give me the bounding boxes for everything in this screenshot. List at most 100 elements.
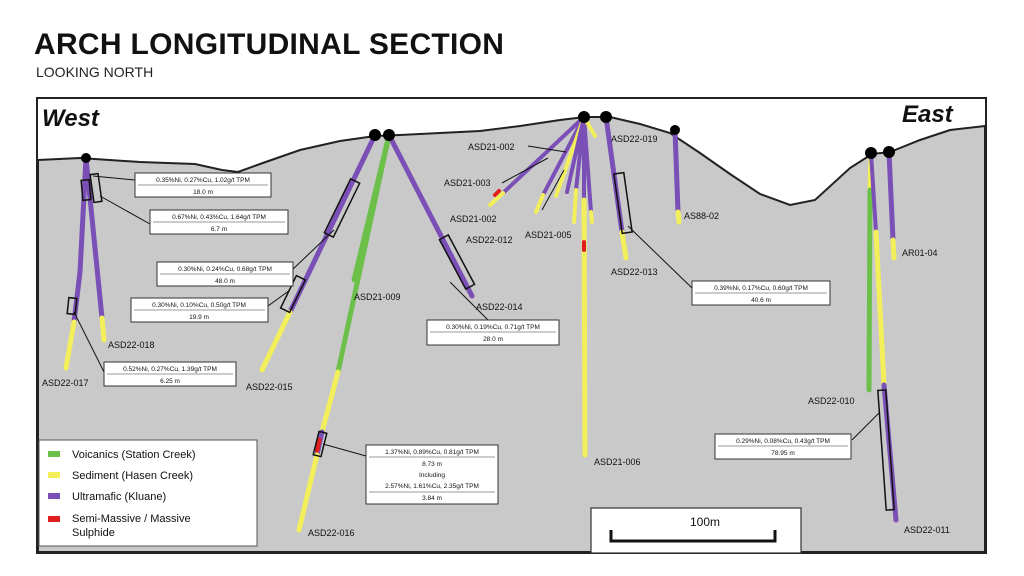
legend-label-sediment: Sediment (Hasen Creek) bbox=[72, 470, 193, 482]
legend-swatch-ultramafic bbox=[48, 493, 60, 499]
hole-label-asd21-002: ASD21-002 bbox=[468, 142, 515, 152]
drillhole-asd22-016-sediment bbox=[319, 369, 341, 435]
callout-1: 0.35%Ni, 0.27%Cu, 1.02g/t TPM 18.0 m bbox=[134, 172, 272, 198]
callout-3-grade: 0.30%Ni, 0.24%Cu, 0.68g/t TPM bbox=[178, 266, 272, 273]
drillhole-asd22-011-ultramafic bbox=[869, 151, 878, 234]
callout-5-length: 6.25 m bbox=[160, 378, 180, 385]
callout-9-length: 78.95 m bbox=[771, 450, 795, 457]
leader-3 bbox=[291, 229, 335, 271]
legend-swatch-sediment bbox=[48, 472, 60, 478]
collar-asd21-009 bbox=[383, 129, 395, 141]
hole-label-ar01-04: AR01-04 bbox=[902, 248, 938, 258]
drillhole-asd21-009-volcanics bbox=[351, 132, 392, 283]
page-subtitle: LOOKING NORTH bbox=[36, 64, 154, 80]
hole-label-asd21-003: ASD21-003 bbox=[444, 178, 491, 188]
hole-label-asd22-010: ASD22-010 bbox=[808, 396, 855, 406]
legend-swatch-volcanics bbox=[48, 451, 60, 457]
drillhole-asd22-010-volcanics bbox=[866, 187, 873, 393]
callout-7-including: Including bbox=[419, 472, 445, 479]
drillhole-as88-02-sediment bbox=[675, 209, 682, 225]
legend-swatch-sulphide bbox=[48, 516, 60, 522]
legend: Voicanics (Station Creek) Sediment (Hase… bbox=[38, 439, 258, 547]
intercept-box-asd22-014 bbox=[438, 233, 476, 291]
drillhole-asd21-005-sediment bbox=[572, 188, 578, 224]
drillhole-asd22-011-sediment bbox=[873, 229, 887, 388]
hole-label-asd22-013: ASD22-013 bbox=[611, 267, 658, 277]
intercept-box-asd22-018-upper bbox=[89, 172, 103, 204]
drillhole-ar01-04-ultramafic bbox=[886, 149, 896, 243]
callout-6: 0.30%Ni, 0.19%Cu, 0.71g/t TPM 28.0 m bbox=[426, 319, 560, 346]
callout-7-subgrade: 2.57%Ni, 1.61%Cu, 2.35g/t TPM bbox=[385, 483, 479, 490]
west-label: West bbox=[42, 105, 100, 132]
legend-label-volcanics: Voicanics (Station Creek) bbox=[72, 449, 196, 461]
callout-4-grade: 0.30%Ni, 0.10%Cu, 0.50g/t TPM bbox=[152, 302, 246, 309]
hole-label-asd22-016: ASD22-016 bbox=[308, 528, 355, 538]
hole-label-asd22-017: ASD22-017 bbox=[42, 378, 89, 388]
drillhole-asd21-003-ultramafic bbox=[541, 115, 586, 197]
drillhole-asd22-016-sediment-lower bbox=[296, 452, 320, 533]
collar-asd22-017 bbox=[81, 153, 91, 163]
callout-7: 1.37%Ni, 0.89%Cu, 0.81g/t TPM 8.73 m Inc… bbox=[365, 444, 499, 505]
scale-bar-line bbox=[609, 530, 777, 543]
leader-6 bbox=[449, 281, 489, 321]
hole-label-asd22-019: ASD22-019 bbox=[611, 134, 658, 144]
drillhole-as88-02-ultramafic bbox=[672, 127, 681, 215]
callout-7-sublength: 3.84 m bbox=[422, 495, 442, 502]
hole-label-asd22-015: ASD22-015 bbox=[246, 382, 293, 392]
drillhole-asd21-002-sediment bbox=[488, 191, 505, 207]
intercept-box-asd22-017-lower bbox=[66, 296, 78, 316]
drillhole-asd21-002-ultramafic bbox=[501, 115, 586, 195]
drillhole-fan-ultramafic bbox=[582, 115, 593, 214]
callout-1-grade: 0.35%Ni, 0.27%Cu, 1.02g/t TPM bbox=[156, 177, 250, 184]
intercept-box-asd22-015-lower bbox=[279, 274, 307, 314]
callout-5-grade: 0.52%Ni, 0.27%Cu, 1.39g/t TPM bbox=[123, 366, 217, 373]
collar-asd21-002 bbox=[578, 111, 590, 123]
leader-2 bbox=[99, 195, 151, 225]
callout-5: 0.52%Ni, 0.27%Cu, 1.39g/t TPM 6.25 m bbox=[103, 361, 237, 387]
intercept-box-asd22-013 bbox=[613, 171, 633, 235]
collar-asd22-015 bbox=[369, 129, 381, 141]
hole-label-asd21-002b: ASD21-002 bbox=[450, 214, 497, 224]
drillhole-ar01-04-sediment bbox=[890, 237, 897, 261]
callout-8: 0.39%Ni, 0.17%Cu, 0.60g/t TPM 40.6 m bbox=[691, 280, 831, 306]
drillhole-asd21-003-sediment bbox=[534, 193, 545, 214]
drillhole-asd22-017-ultramafic bbox=[77, 155, 89, 275]
drillhole-asd22-014-ultramafic bbox=[386, 132, 475, 299]
intercept-box-asd22-011 bbox=[877, 389, 895, 511]
callout-7-length: 8.73 m bbox=[422, 461, 442, 468]
leader-1 bbox=[92, 175, 136, 181]
drillhole-asd21-006-sediment bbox=[581, 197, 588, 458]
legend-label-sulphide: Semi-Massive / Massive bbox=[72, 513, 191, 525]
hole-label-asd22-012: ASD22-012 bbox=[466, 235, 513, 245]
drillhole-asd22-018-ultramafic bbox=[83, 155, 105, 321]
callout-2-grade: 0.67%Ni, 0.43%Cu, 1.64g/t TPM bbox=[172, 214, 266, 221]
hole-label-asd22-018: ASD22-018 bbox=[108, 340, 155, 350]
leader-asd21-003 bbox=[501, 157, 549, 184]
callout-8-grade: 0.39%Ni, 0.17%Cu, 0.60g/t TPM bbox=[714, 285, 808, 292]
hole-label-asd21-009: ASD21-009 bbox=[354, 292, 401, 302]
east-label: East bbox=[902, 101, 954, 128]
drillhole-asd22-017-sediment bbox=[63, 319, 77, 371]
leader-asd21-002b bbox=[541, 169, 565, 211]
callout-8-length: 40.6 m bbox=[751, 297, 771, 304]
callout-6-grade: 0.30%Ni, 0.19%Cu, 0.71g/t TPM bbox=[446, 324, 540, 331]
collar-ar01-04 bbox=[883, 146, 895, 158]
drillhole-asd22-016-sulphide bbox=[314, 437, 322, 453]
callout-4: 0.30%Ni, 0.10%Cu, 0.50g/t TPM 19.9 m bbox=[130, 297, 269, 323]
callout-2-length: 6.7 m bbox=[211, 226, 227, 233]
intercept-box-asd22-016 bbox=[312, 430, 328, 458]
leader-8 bbox=[627, 225, 693, 289]
callout-2: 0.67%Ni, 0.43%Cu, 1.64g/t TPM 6.7 m bbox=[149, 209, 289, 235]
drillhole-asd22-015-sediment bbox=[259, 309, 293, 373]
hole-label-asd21-005: ASD21-005 bbox=[525, 230, 572, 240]
callout-1-length: 18.0 m bbox=[193, 189, 213, 196]
drillhole-asd22-018-sediment bbox=[99, 315, 107, 343]
callout-3: 0.30%Ni, 0.24%Cu, 0.68g/t TPM 48.0 m bbox=[156, 261, 294, 287]
scale-bar: 100m bbox=[590, 507, 802, 554]
hole-label-asd21-006: ASD21-006 bbox=[594, 457, 641, 467]
hole-label-asd22-011: ASD22-011 bbox=[904, 525, 950, 535]
callout-3-length: 48.0 m bbox=[215, 278, 235, 285]
scale-bar-label: 100m bbox=[690, 515, 720, 529]
callout-6-length: 28.0 m bbox=[483, 336, 503, 343]
